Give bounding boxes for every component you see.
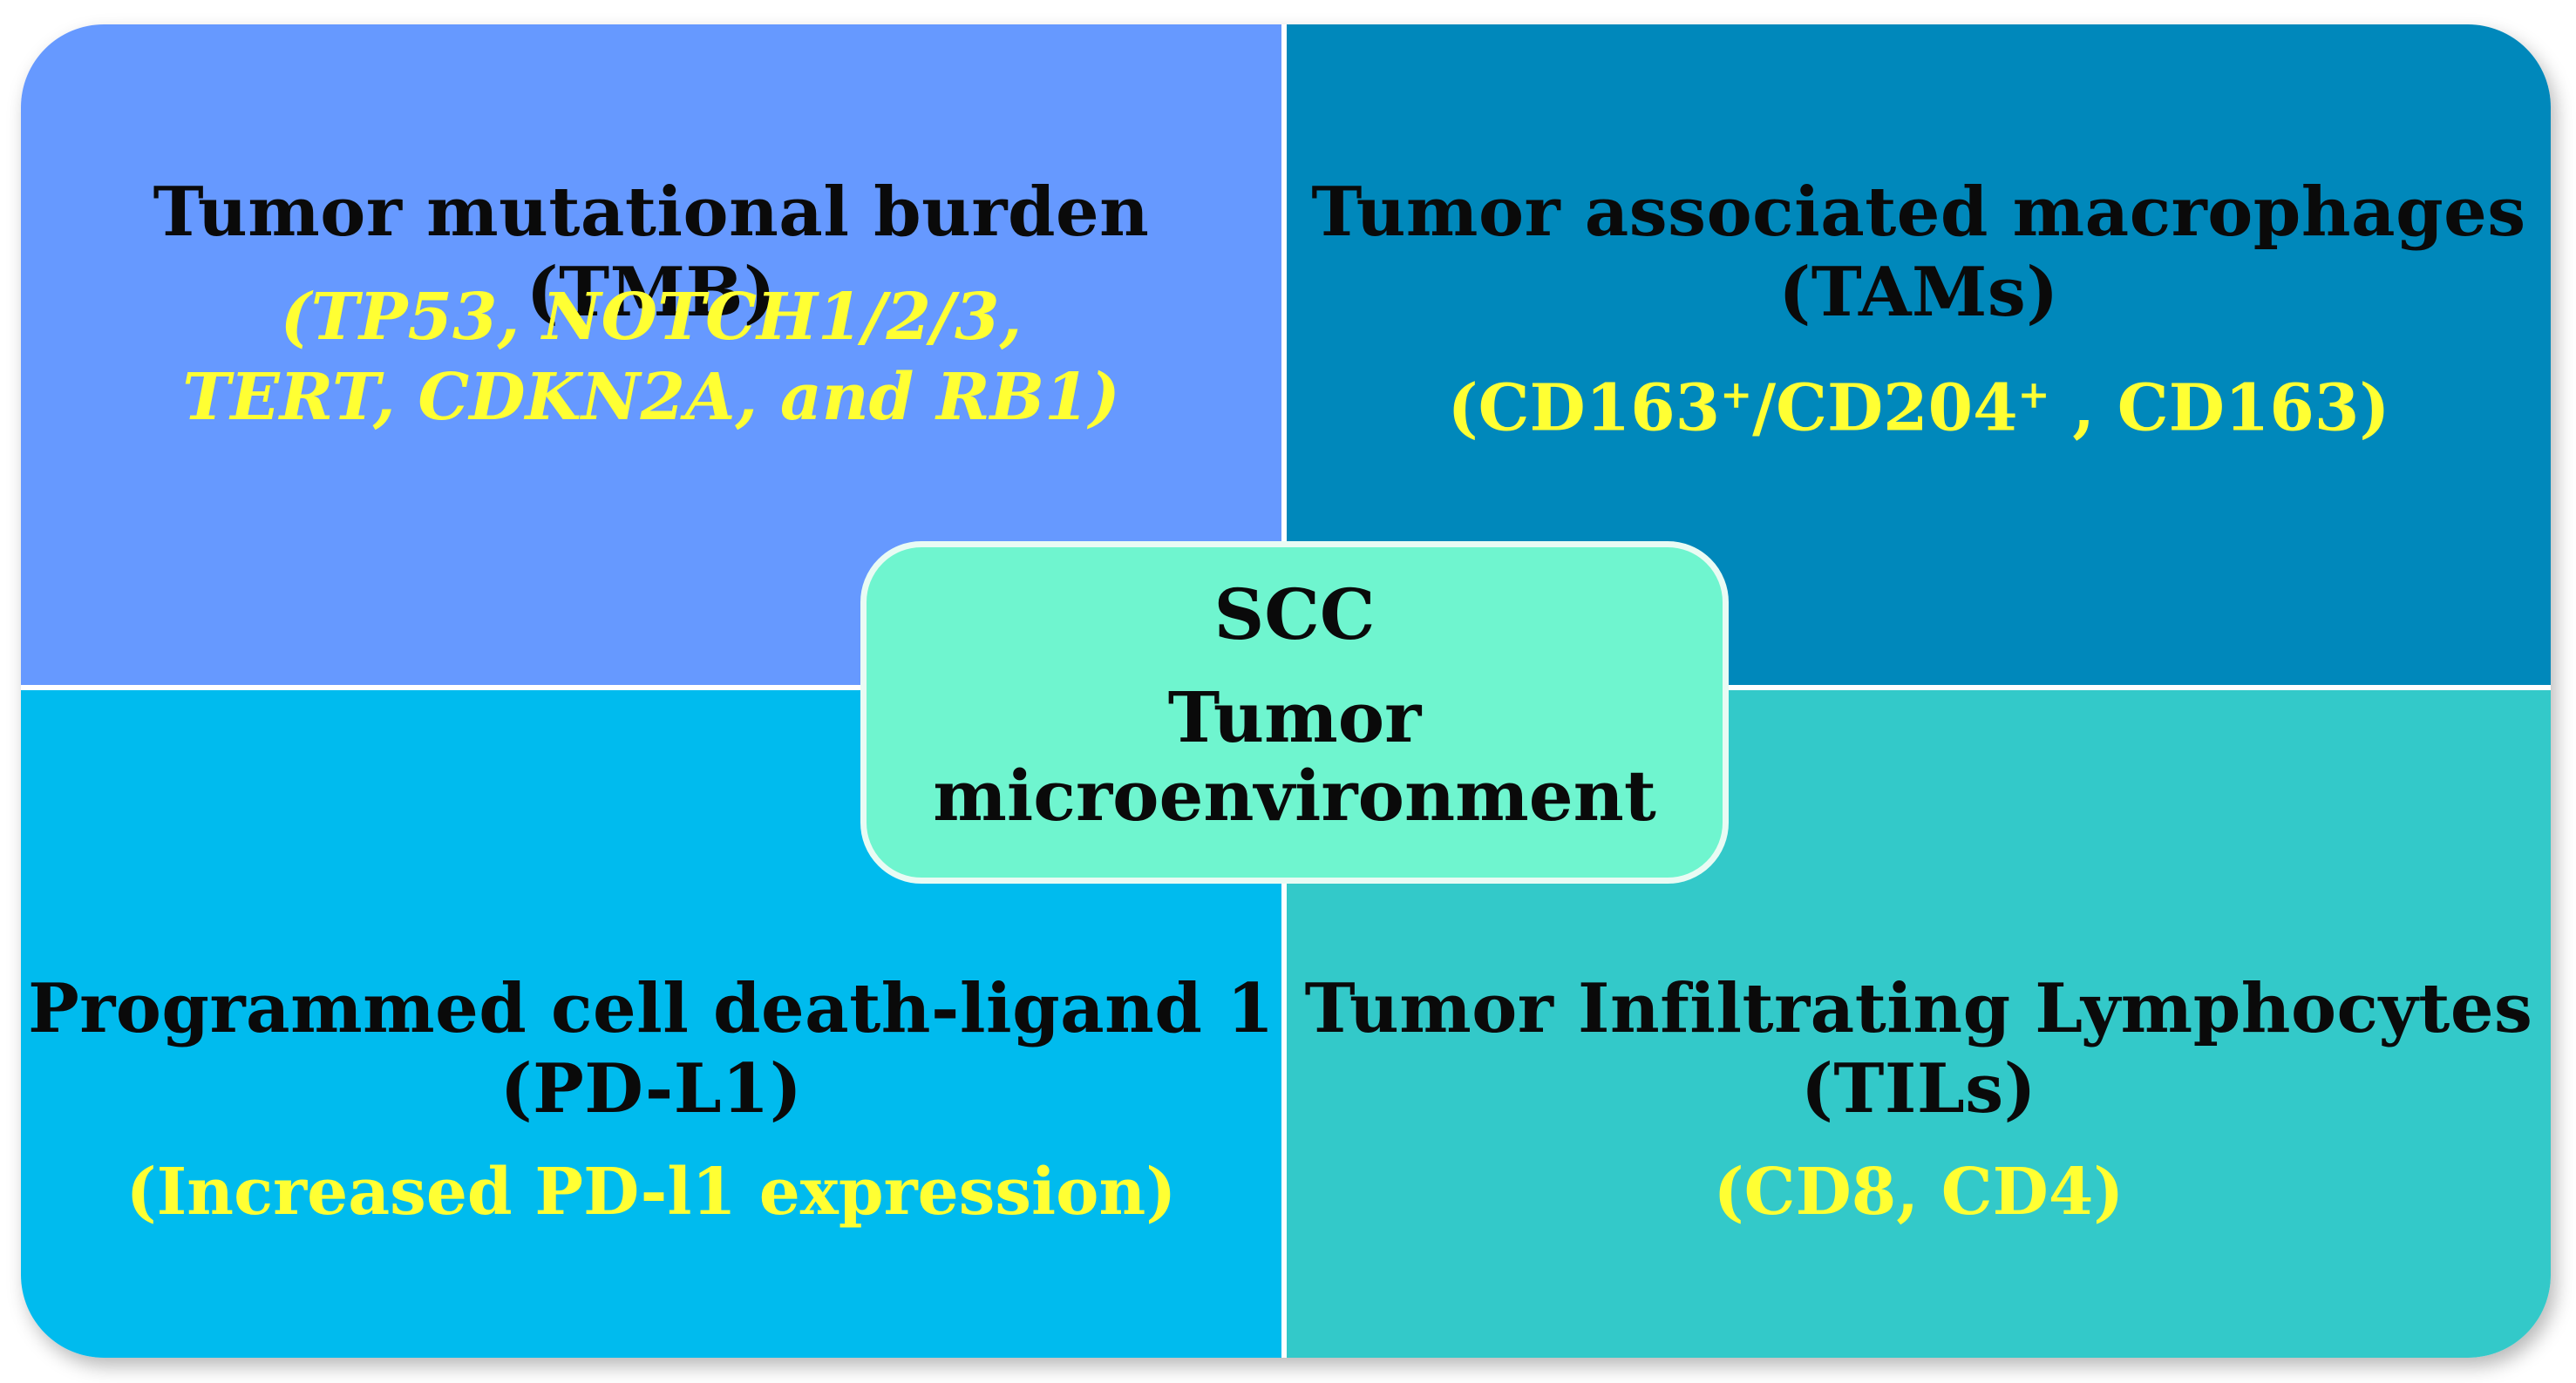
quadrant-heading: Tumor Infiltrating Lymphocytes (TILs) — [1287, 969, 2551, 1129]
heading-line-2: (TAMs) — [1778, 253, 2059, 332]
center-title: SCC — [1213, 573, 1376, 655]
quadrant-tumor-mutational-burden: Tumor mutational burden (TMB) (TP53, NOT… — [21, 24, 1281, 685]
detail-mid: /CD204 — [1752, 370, 2018, 446]
quadrant-detail: (Increased PD-l1 expression) — [126, 1155, 1177, 1230]
diagram-board: Tumor mutational burden (TMB) (TP53, NOT… — [21, 24, 2551, 1358]
heading-line-1: Tumor Infiltrating Lymphocytes — [1304, 969, 2533, 1048]
quadrant-pd-l1: Programmed cell death-ligand 1 (PD-L1) (… — [21, 690, 1281, 1358]
quadrant-heading: Tumor mutational burden (TMB) — [153, 173, 1150, 332]
detail-suffix: , CD163) — [2049, 370, 2390, 446]
superscript-plus: + — [2017, 373, 2050, 417]
center-box-scc: SCC Tumor microenvironment — [860, 541, 1729, 884]
heading-line-2: (TILs) — [1800, 1049, 2037, 1129]
quadrant-heading: Programmed cell death-ligand 1 (PD-L1) — [21, 969, 1281, 1129]
detail-line-2: TERT, CDKN2A, and RB1) — [182, 360, 1120, 435]
superscript-plus: + — [1720, 373, 1753, 417]
quadrant-detail: (CD8, CD4) — [1713, 1155, 2124, 1230]
quadrant-detail: (TP53, NOTCH1/2/3, TERT, CDKN2A, and RB1… — [21, 277, 1281, 437]
heading-line-1: Programmed cell death-ligand 1 — [28, 969, 1274, 1048]
center-subtitle-line-2: microenvironment — [933, 755, 1656, 837]
detail-prefix: (CD163 — [1447, 370, 1721, 446]
center-subtitle-line-1: Tumor — [1167, 676, 1422, 758]
center-subtitle: Tumor microenvironment — [867, 678, 1723, 835]
heading-line-1: Tumor associated macrophages — [1311, 173, 2526, 252]
quadrant-detail: (CD163+/CD204+ , CD163) — [1287, 356, 2551, 449]
quadrant-heading: Tumor associated macrophages (TAMs) — [1287, 173, 2551, 333]
quadrant-tumor-associated-macrophages: Tumor associated macrophages (TAMs) (CD1… — [1287, 24, 2551, 685]
detail-line-1: (TP53, NOTCH1/2/3, — [280, 280, 1023, 355]
heading-line-2: (PD-L1) — [500, 1049, 803, 1129]
